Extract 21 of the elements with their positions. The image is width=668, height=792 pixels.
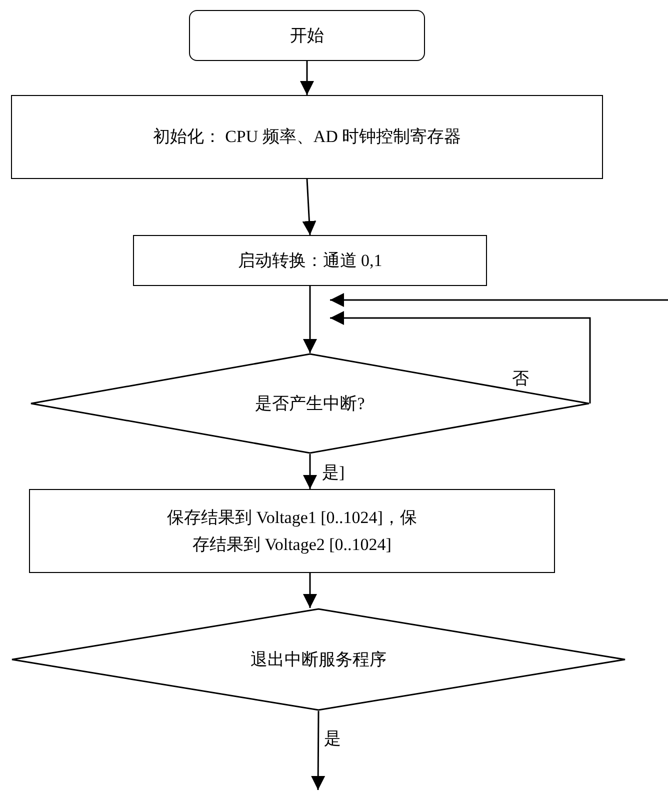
- edge-label: 是]: [322, 464, 345, 481]
- arrow: [302, 178, 316, 236]
- terminal-box: [189, 10, 425, 61]
- decision-text: 退出中断服务程序: [250, 648, 386, 671]
- arrow: [303, 286, 317, 353]
- step-text: 启动转换：通道 0,1: [238, 250, 382, 272]
- arrow: [330, 311, 591, 404]
- step-text: 开始: [290, 24, 324, 47]
- arrow: [303, 454, 317, 489]
- edge-label: 是: [324, 730, 341, 747]
- process-box: [29, 489, 555, 573]
- arrow: [300, 61, 314, 95]
- arrow: [330, 293, 668, 307]
- decision-text: 是否产生中断?: [255, 392, 365, 415]
- step-text: 初始化： CPU 频率、AD 时钟控制寄存器: [152, 126, 462, 148]
- arrow: [311, 711, 326, 790]
- edge-label: 否: [512, 370, 529, 387]
- arrow: [303, 573, 317, 608]
- step-text: 保存结果到 Voltage1 [0..1024]，保存结果到 Voltage2 [0..1024]: [167, 506, 417, 556]
- process-box: [11, 95, 603, 179]
- process-box: [133, 235, 487, 286]
